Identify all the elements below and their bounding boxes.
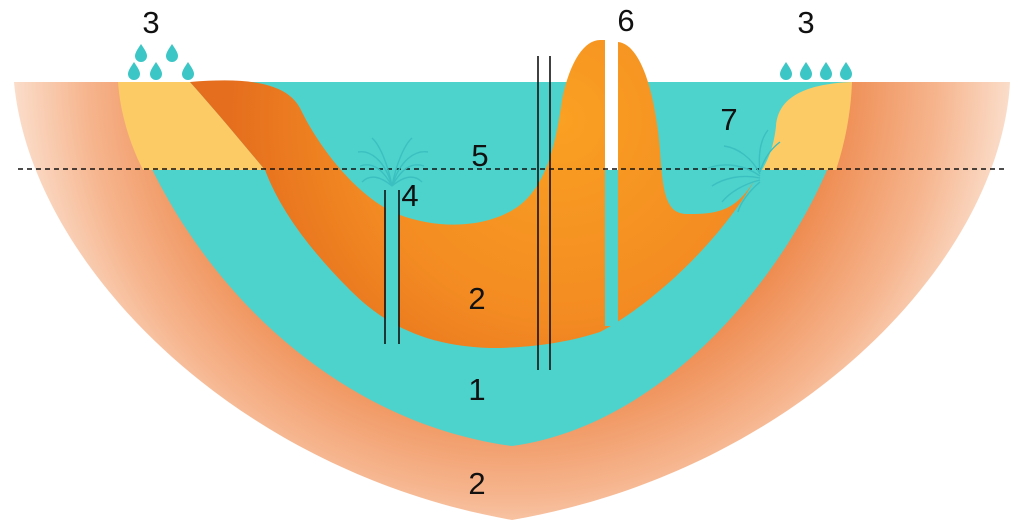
recharge-zone-right [762, 82, 852, 170]
rain-drops-left [128, 44, 194, 80]
label-aquitard-lower: 2 [468, 466, 485, 501]
label-recharge-left: 3 [142, 5, 159, 40]
well-shaft-gap [605, 40, 618, 170]
spring-spray [707, 129, 781, 213]
label-spring: 7 [720, 102, 737, 137]
label-recharge-right: 3 [797, 5, 814, 40]
label-aquifer: 1 [468, 372, 485, 407]
recharge-zone-left [118, 82, 265, 170]
upper-aquitard-layer [190, 40, 760, 348]
artesian-well-pipe [386, 190, 398, 344]
well-water-column [605, 170, 618, 326]
label-well: 6 [617, 3, 634, 38]
artesian-fountain-spray [357, 137, 429, 187]
label-artesian-well: 4 [401, 178, 418, 213]
label-aquitard-upper: 2 [468, 281, 485, 316]
label-piezometric-level: 5 [471, 138, 488, 173]
rain-drops-right [780, 62, 852, 80]
